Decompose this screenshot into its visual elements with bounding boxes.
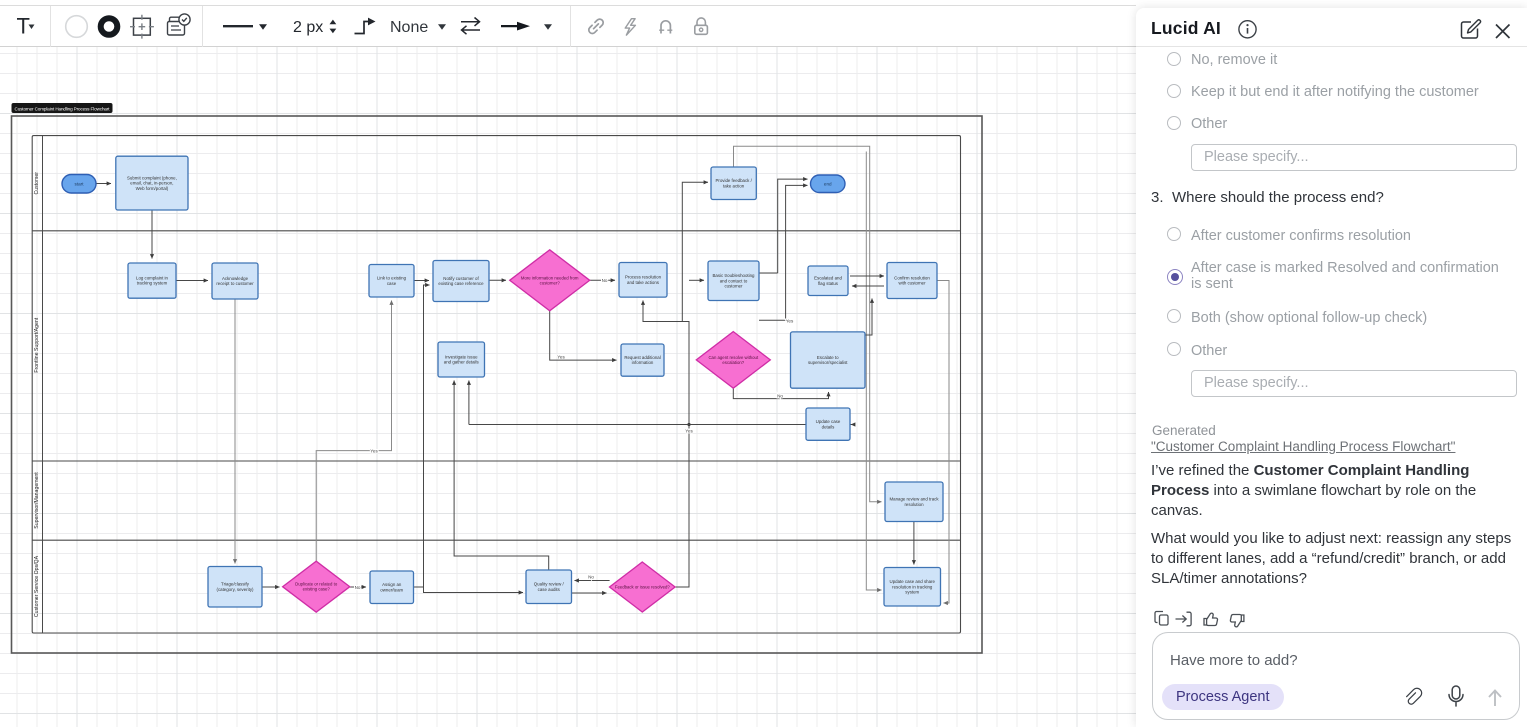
svg-text:Yes: Yes [685,429,693,434]
svg-text:Customer Service Ops/QA: Customer Service Ops/QA [34,555,40,617]
svg-text:No: No [777,394,783,399]
svg-text:Provide feedback /take action: Provide feedback /take action [715,178,752,188]
svg-text:Yes: Yes [786,319,794,324]
svg-text:Yes: Yes [370,449,378,454]
svg-text:Submit complaint (phone,email,: Submit complaint (phone,email, chat, in-… [127,175,177,190]
svg-text:end: end [824,181,832,186]
svg-text:Quality review /case audits: Quality review /case audits [534,582,565,592]
svg-text:No: No [588,575,594,580]
svg-text:Yes: Yes [557,355,565,360]
svg-text:start: start [75,181,85,186]
svg-text:Customer Complaint Handling Pr: Customer Complaint Handling Process Flow… [15,106,111,111]
svg-text:Triage/classify(category, seve: Triage/classify(category, severity) [216,582,254,592]
svg-text:Supervisor/Management: Supervisor/Management [34,472,40,529]
svg-text:No: No [355,585,361,590]
svg-text:T: T [17,14,30,39]
svg-text:2 px: 2 px [293,19,323,36]
svg-text:No: No [602,278,608,283]
svg-text:Feedback or issue resolved?: Feedback or issue resolved? [615,585,671,590]
svg-text:Customer: Customer [34,172,40,195]
svg-text:None: None [390,19,428,36]
svg-text:Frontline Support/Agent: Frontline Support/Agent [34,317,40,372]
